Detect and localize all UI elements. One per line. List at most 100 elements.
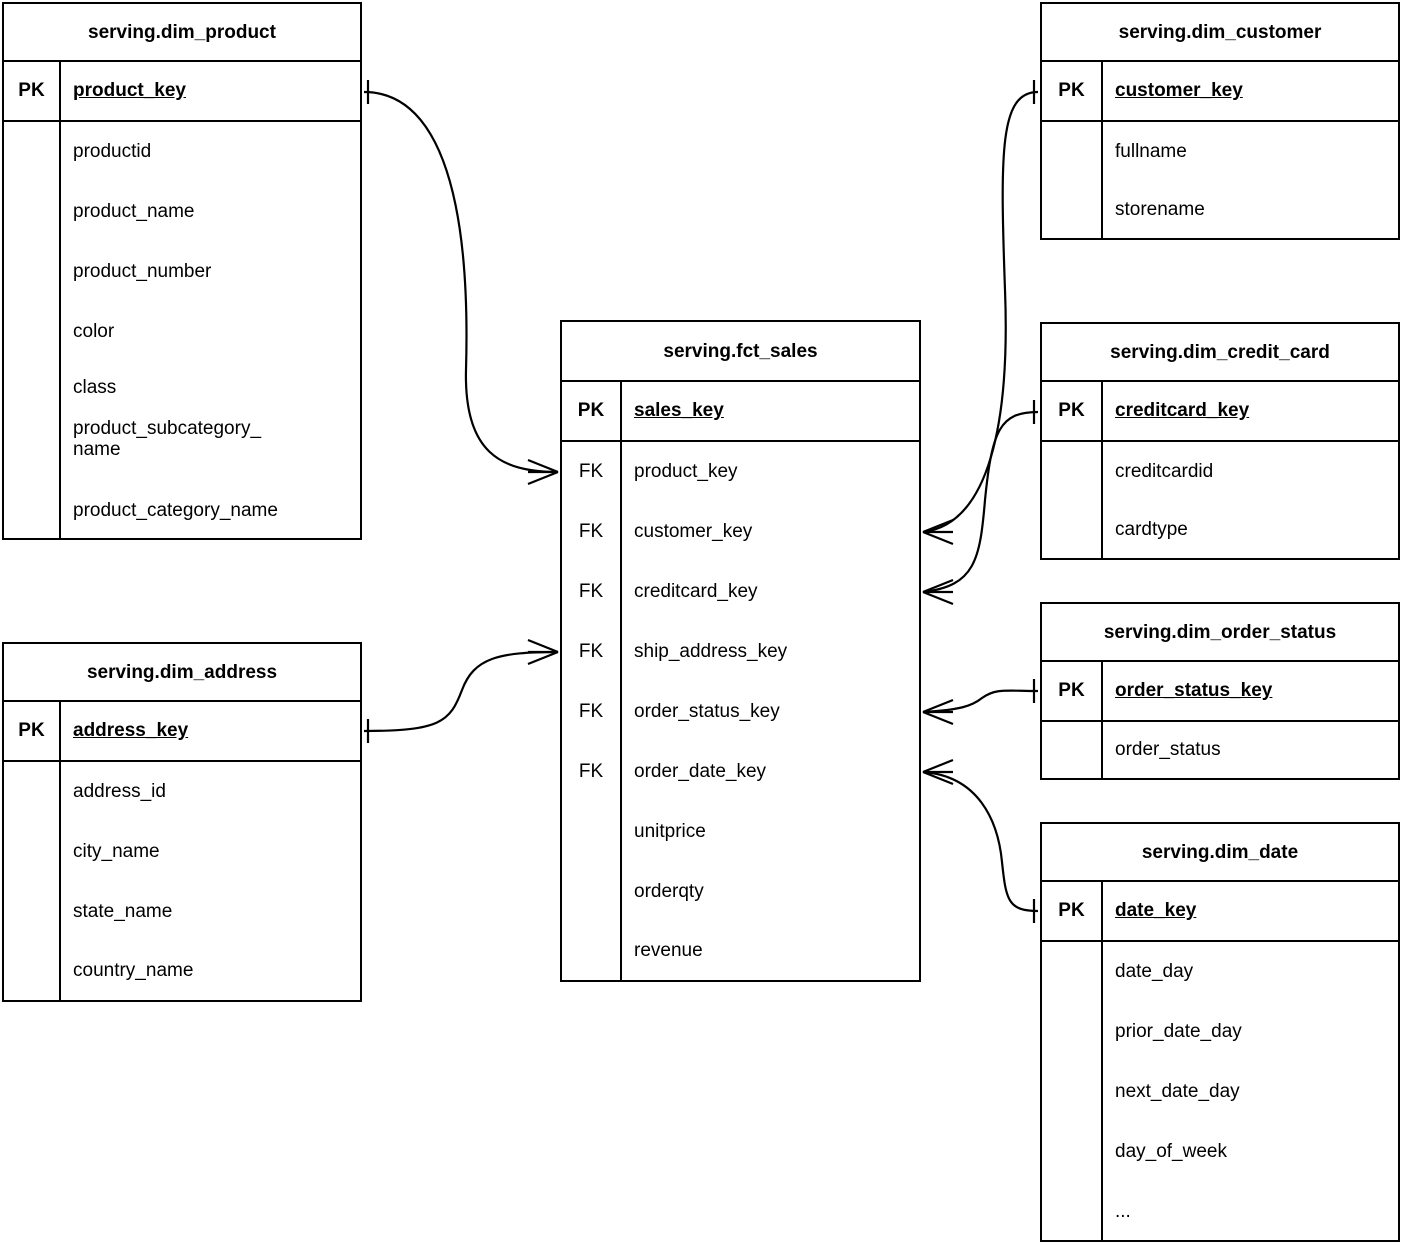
fields-dim-product: productid product_name product_number co… bbox=[4, 122, 360, 538]
key-column-dim-credit-card bbox=[1042, 442, 1103, 558]
field-dim-product-subcategory-name: product_subcategory_ name bbox=[73, 418, 262, 461]
crowfoot-address bbox=[527, 638, 559, 666]
entity-dim-address[interactable]: serving.dim_address PK address_key addre… bbox=[2, 642, 362, 1002]
field-column-dim-date: date_day prior_date_day next_date_day da… bbox=[1103, 942, 1398, 1242]
field-column-dim-order-status: order_status bbox=[1103, 722, 1398, 778]
field-dim-product-color: color bbox=[73, 321, 115, 343]
entity-title-dim-address: serving.dim_address bbox=[4, 644, 360, 702]
pk-field-dim-product: product_key bbox=[73, 80, 186, 101]
field-dim-address-country-name: country_name bbox=[73, 960, 194, 982]
entity-dim-product[interactable]: serving.dim_product PK product_key produ… bbox=[2, 2, 362, 540]
entity-title-dim-credit-card: serving.dim_credit_card bbox=[1042, 324, 1398, 382]
field-dim-product-product-number: product_number bbox=[73, 261, 212, 283]
entity-title-dim-date: serving.dim_date bbox=[1042, 824, 1398, 882]
entity-dim-customer[interactable]: serving.dim_customer PK customer_key ful… bbox=[1040, 2, 1400, 240]
field-fct-sales-customer-key: customer_key bbox=[634, 521, 753, 543]
field-fct-sales-order-status-key: order_status_key bbox=[634, 701, 780, 723]
pk-field-dim-order-status: order_status_key bbox=[1115, 680, 1273, 701]
field-dim-date-day-of-week: day_of_week bbox=[1115, 1141, 1227, 1163]
pk-row-fct-sales: PK sales_key bbox=[562, 382, 919, 442]
relationship-date bbox=[922, 758, 1039, 923]
pk-label-dim-credit-card: PK bbox=[1042, 382, 1103, 440]
crowfoot-product bbox=[527, 458, 559, 486]
pk-label-dim-date: PK bbox=[1042, 882, 1103, 940]
relationship-address bbox=[363, 638, 559, 743]
field-column-fct-sales: product_key customer_key creditcard_key … bbox=[622, 442, 919, 980]
relationship-order-status bbox=[922, 679, 1039, 726]
field-column-dim-credit-card: creditcardid cardtype bbox=[1103, 442, 1398, 558]
entity-title-dim-order-status: serving.dim_order_status bbox=[1042, 604, 1398, 662]
field-dim-product-product-name: product_name bbox=[73, 201, 195, 223]
pk-row-dim-address: PK address_key bbox=[4, 702, 360, 762]
key-column-fct-sales: FK FK FK FK FK FK bbox=[562, 442, 622, 980]
pk-row-dim-date: PK date_key bbox=[1042, 882, 1398, 942]
field-fct-sales-orderqty: orderqty bbox=[634, 881, 704, 903]
pk-label-dim-product: PK bbox=[4, 62, 61, 120]
pk-row-dim-order-status: PK order_status_key bbox=[1042, 662, 1398, 722]
field-fct-sales-creditcard-key: creditcard_key bbox=[634, 581, 758, 603]
field-fct-sales-ship-address-key: ship_address_key bbox=[634, 641, 788, 663]
field-fct-sales-revenue: revenue bbox=[634, 940, 703, 962]
field-fct-sales-product-key: product_key bbox=[634, 461, 738, 483]
entity-title-dim-product: serving.dim_product bbox=[4, 4, 360, 62]
field-dim-date-ellipsis: ... bbox=[1115, 1201, 1131, 1223]
crowfoot-order-status bbox=[922, 698, 954, 726]
pk-field-dim-date: date_key bbox=[1115, 900, 1197, 921]
pk-label-dim-order-status: PK bbox=[1042, 662, 1103, 720]
pk-row-dim-product: PK product_key bbox=[4, 62, 360, 122]
field-fct-sales-unitprice: unitprice bbox=[634, 821, 706, 843]
field-column-dim-address: address_id city_name state_name country_… bbox=[61, 762, 360, 1000]
pk-field-fct-sales: sales_key bbox=[634, 400, 724, 421]
field-dim-address-address-id: address_id bbox=[73, 781, 166, 803]
field-dim-credit-card-creditcardid: creditcardid bbox=[1115, 461, 1214, 483]
fk-label-order-status-key: FK bbox=[578, 701, 604, 722]
entity-dim-credit-card[interactable]: serving.dim_credit_card PK creditcard_ke… bbox=[1040, 322, 1400, 560]
key-column-dim-date bbox=[1042, 942, 1103, 1242]
entity-title-fct-sales: serving.fct_sales bbox=[562, 322, 919, 382]
relationship-customer bbox=[922, 80, 1039, 546]
crowfoot-customer bbox=[922, 518, 954, 546]
entity-fct-sales[interactable]: serving.fct_sales PK sales_key FK FK FK … bbox=[560, 320, 921, 982]
entity-title-dim-customer: serving.dim_customer bbox=[1042, 4, 1398, 62]
field-dim-product-category-name: product_category_name bbox=[73, 500, 278, 522]
pk-field-dim-customer: customer_key bbox=[1115, 80, 1243, 101]
relationship-credit-card bbox=[922, 400, 1039, 606]
pk-label-dim-customer: PK bbox=[1042, 62, 1103, 120]
key-column-dim-address bbox=[4, 762, 61, 1000]
field-column-dim-customer: fullname storename bbox=[1103, 122, 1398, 238]
field-dim-customer-fullname: fullname bbox=[1115, 141, 1187, 163]
field-fct-sales-order-date-key: order_date_key bbox=[634, 761, 767, 783]
key-column-dim-order-status bbox=[1042, 722, 1103, 778]
field-dim-credit-card-cardtype: cardtype bbox=[1115, 519, 1188, 541]
field-column-dim-product: productid product_name product_number co… bbox=[61, 122, 360, 538]
crowfoot-date bbox=[922, 758, 954, 786]
fields-dim-credit-card: creditcardid cardtype bbox=[1042, 442, 1398, 558]
field-dim-date-next-date-day: next_date_day bbox=[1115, 1081, 1240, 1103]
pk-field-dim-credit-card: creditcard_key bbox=[1115, 400, 1250, 421]
crowfoot-credit-card bbox=[922, 578, 954, 606]
pk-row-dim-credit-card: PK creditcard_key bbox=[1042, 382, 1398, 442]
fk-label-product-key: FK bbox=[578, 461, 604, 482]
field-dim-address-state-name: state_name bbox=[73, 901, 173, 923]
key-column-dim-product bbox=[4, 122, 61, 538]
field-dim-order-status-order-status: order_status bbox=[1115, 739, 1221, 761]
field-dim-date-date-day: date_day bbox=[1115, 961, 1194, 983]
relationship-product bbox=[363, 80, 559, 486]
fields-dim-address: address_id city_name state_name country_… bbox=[4, 762, 360, 1000]
field-dim-product-productid: productid bbox=[73, 141, 152, 163]
fields-dim-date: date_day prior_date_day next_date_day da… bbox=[1042, 942, 1398, 1242]
pk-label-fct-sales: PK bbox=[562, 382, 622, 440]
pk-label-dim-address: PK bbox=[4, 702, 61, 760]
entity-dim-date[interactable]: serving.dim_date PK date_key date_day pr… bbox=[1040, 822, 1400, 1242]
pk-field-dim-address: address_key bbox=[73, 720, 189, 741]
fk-label-creditcard-key: FK bbox=[578, 581, 604, 602]
fk-label-order-date-key: FK bbox=[578, 761, 604, 782]
fk-label-ship-address-key: FK bbox=[578, 641, 604, 662]
fields-dim-customer: fullname storename bbox=[1042, 122, 1398, 238]
key-column-dim-customer bbox=[1042, 122, 1103, 238]
entity-dim-order-status[interactable]: serving.dim_order_status PK order_status… bbox=[1040, 602, 1400, 780]
field-dim-date-prior-date-day: prior_date_day bbox=[1115, 1021, 1242, 1043]
field-dim-customer-storename: storename bbox=[1115, 199, 1205, 221]
field-dim-address-city-name: city_name bbox=[73, 841, 160, 863]
